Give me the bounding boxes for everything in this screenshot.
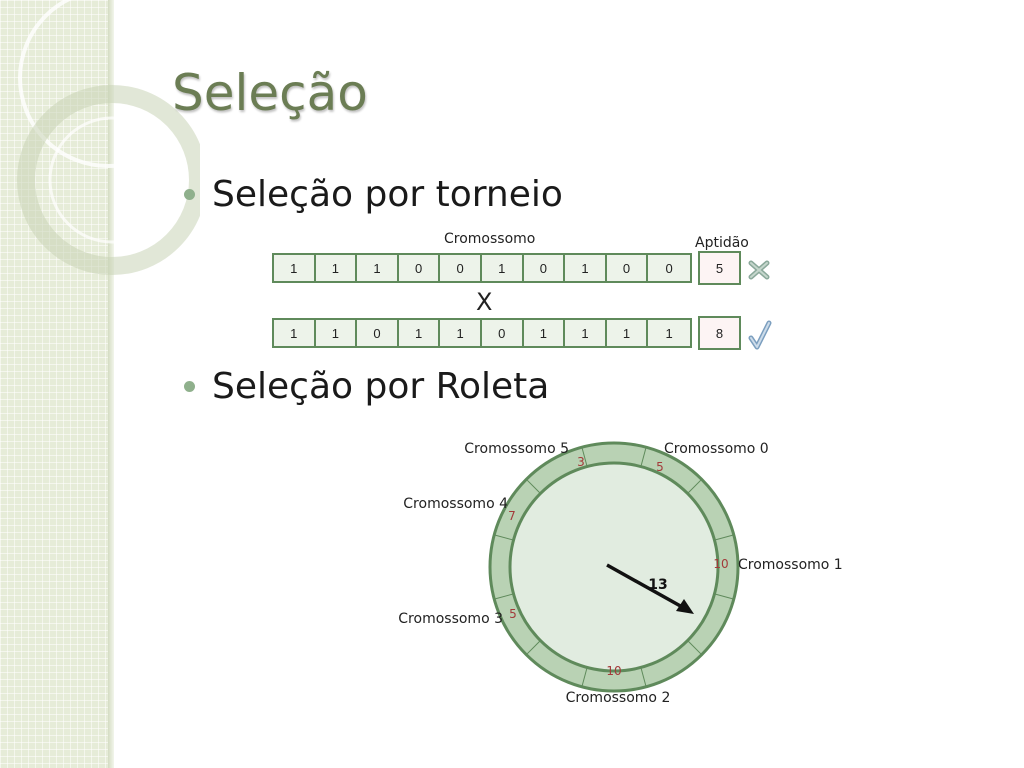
wheel-tick [714, 593, 734, 600]
deco-ring-1 [18, 0, 198, 168]
gene-cell: 1 [315, 255, 358, 281]
gene-cell: 0 [523, 255, 566, 281]
wheel-tick [525, 640, 541, 656]
gene-cell: 1 [565, 255, 607, 281]
deco-ring-3 [48, 116, 176, 244]
gene-cell: 1 [523, 320, 566, 346]
segment-label-1: Cromossomo 1 [738, 557, 843, 573]
cross-icon [748, 260, 770, 280]
wheel-tick [581, 447, 588, 467]
gene-cell: 0 [648, 255, 690, 281]
bullet-dot [184, 189, 195, 200]
versus-symbol: X [476, 288, 493, 316]
segment-value: 5 [656, 460, 664, 474]
pointer-value: 13 [648, 577, 667, 593]
slide-title: Seleção [172, 64, 368, 122]
wheel-tick [714, 534, 734, 541]
bullet-text: Seleção por torneio [212, 174, 563, 215]
gene-cell: 1 [357, 255, 399, 281]
wheel-tick [494, 534, 514, 541]
segment-value: 3 [577, 455, 585, 469]
wheel-tick [494, 593, 514, 600]
gene-cell: 1 [315, 320, 358, 346]
segment-label-4: Cromossomo 4 [403, 496, 508, 512]
pointer-arrow [606, 563, 685, 610]
deco-ring-2 [17, 85, 200, 275]
sidebar-edge [108, 0, 114, 768]
wheel-tick [581, 667, 588, 687]
wheel-ticks [494, 447, 734, 687]
gene-cell: 1 [274, 255, 316, 281]
segment-value: 10 [713, 557, 728, 571]
gene-cell: 1 [606, 320, 649, 346]
segment-label-3: Cromossomo 3 [398, 611, 503, 627]
gene-cell: 0 [606, 255, 649, 281]
chromosome-row-b: 1 1 0 1 1 0 1 1 1 1 [272, 318, 692, 348]
bullet-tournament: Seleção por torneio [184, 174, 563, 215]
chromosome-label: Cromossomo [444, 231, 536, 247]
segment-label-2: Cromossomo 2 [566, 690, 671, 706]
segment-value: 10 [606, 664, 621, 678]
gene-cell: 0 [481, 320, 524, 346]
gene-cell: 1 [398, 320, 441, 346]
gene-cell: 0 [398, 255, 441, 281]
decorative-rings [17, 0, 200, 275]
check-icon [748, 320, 772, 350]
gene-cell: 1 [565, 320, 607, 346]
gene-cell: 0 [357, 320, 399, 346]
bullet-text: Seleção por Roleta [212, 366, 550, 407]
segment-value: 7 [508, 509, 516, 523]
wheel-tick [687, 478, 703, 494]
wheel-tick [640, 667, 647, 687]
chromosome-row-a: 1 1 1 0 0 1 0 1 0 0 [272, 253, 692, 283]
gene-cell: 1 [648, 320, 690, 346]
fitness-box-b: 8 [698, 316, 741, 350]
wheel-tick [525, 478, 541, 494]
wheel-tick [640, 447, 647, 467]
gene-cell: 1 [440, 320, 482, 346]
gene-cell: 1 [481, 255, 524, 281]
bullet-dot [184, 381, 195, 392]
wheel-tick [687, 640, 703, 656]
gene-cell: 0 [440, 255, 482, 281]
segment-label-0: Cromossomo 0 [664, 441, 769, 457]
fitness-box-a: 5 [698, 251, 741, 285]
pointer-arrowhead [676, 599, 694, 614]
bullet-roulette: Seleção por Roleta [184, 366, 549, 407]
segment-value: 5 [509, 607, 517, 621]
sidebar-pattern [0, 0, 112, 768]
segment-label-5: Cromossomo 5 [464, 441, 569, 457]
gene-cell: 1 [274, 320, 316, 346]
fitness-label: Aptidão [695, 235, 749, 251]
